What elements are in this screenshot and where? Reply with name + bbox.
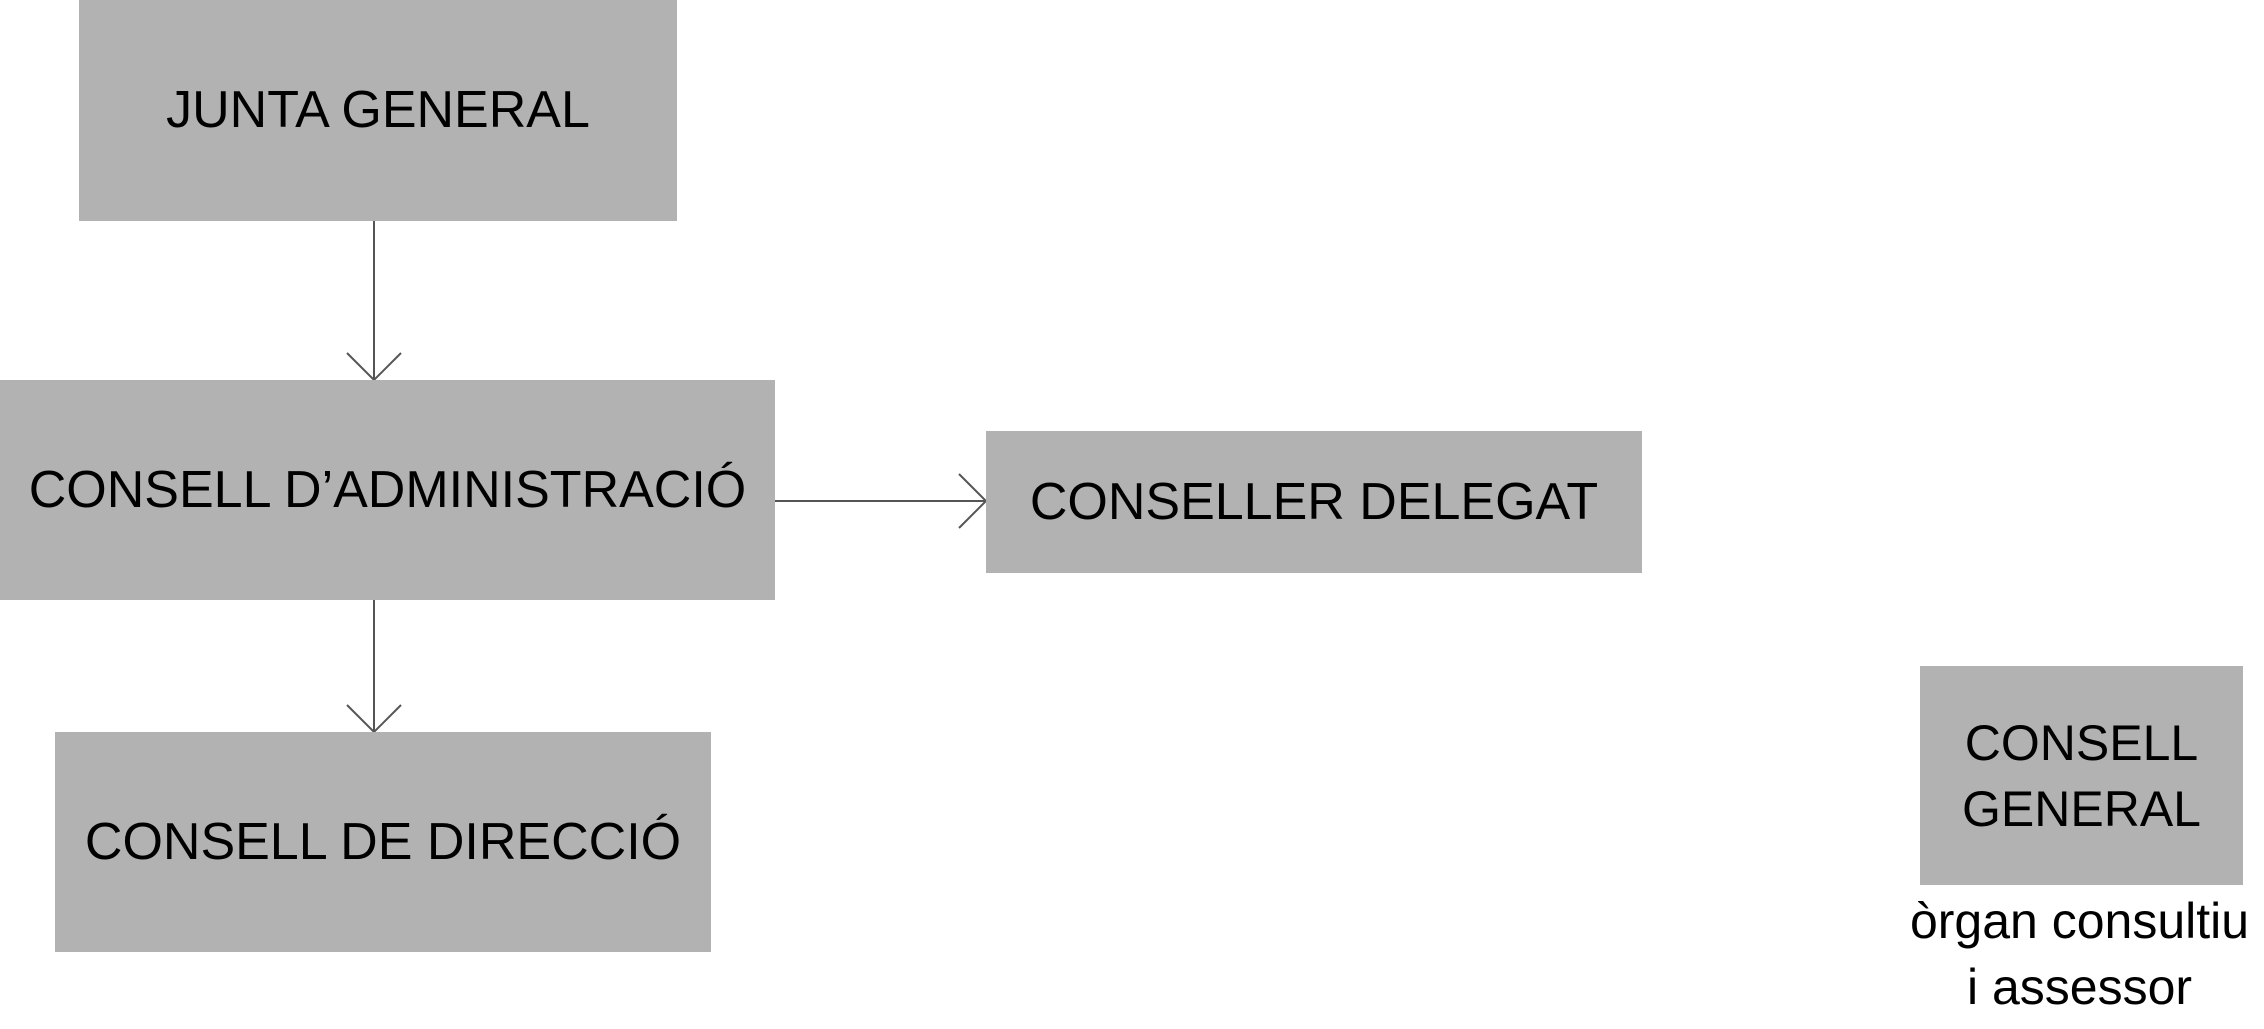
node-consell-direccio: CONSELL DE DIRECCIÓ [55, 732, 711, 952]
node-consell-general-label-line1: CONSELL [1964, 714, 2199, 771]
node-conseller-delegat: CONSELLER DELEGAT [986, 431, 1642, 573]
edge-junta-to-admin [346, 221, 402, 382]
node-conseller-delegat-label: CONSELLER DELEGAT [1029, 472, 1599, 531]
consell-general-note: òrgan consultiu i assessor [1895, 888, 2264, 1020]
node-junta-general: JUNTA GENERAL [79, 0, 677, 221]
node-consell-general: CONSELL GENERAL [1920, 666, 2243, 885]
consell-general-note-line2: i assessor [1966, 959, 2193, 1015]
node-consell-administracio: CONSELL D’ADMINISTRACIÓ [0, 380, 775, 600]
node-consell-direccio-label: CONSELL DE DIRECCIÓ [84, 812, 682, 871]
node-consell-general-label: CONSELL GENERAL [1962, 710, 2201, 842]
node-junta-general-label: JUNTA GENERAL [166, 81, 590, 139]
edge-admin-to-delegat [775, 473, 988, 529]
consell-general-note-line1: òrgan consultiu [1909, 893, 2250, 949]
edge-admin-to-direccio [346, 600, 402, 734]
node-consell-general-label-line2: GENERAL [1962, 780, 2201, 837]
node-consell-administracio-label: CONSELL D’ADMINISTRACIÓ [28, 460, 747, 519]
